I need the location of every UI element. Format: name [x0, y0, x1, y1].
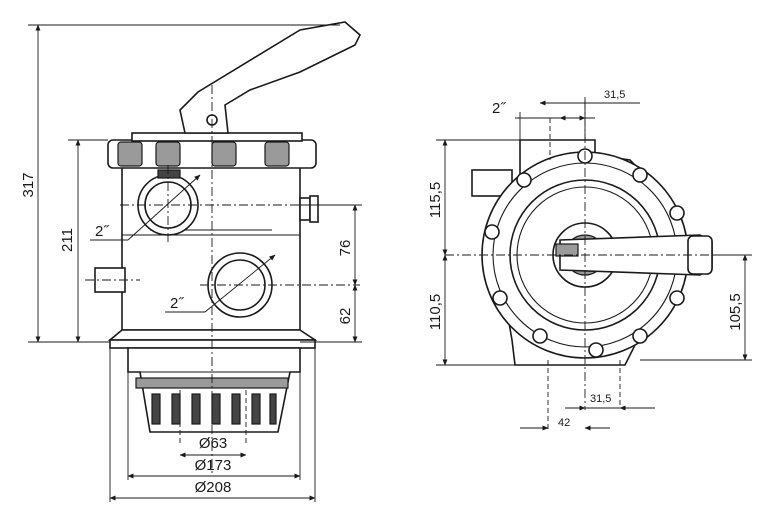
upper-port-size-label: 2˝: [95, 223, 109, 240]
selector-handle: [179, 21, 361, 134]
top-port-size-label: 2˝: [492, 100, 506, 117]
dim-dia-inner: Ø63: [199, 435, 227, 452]
dim-port-bottom: 62: [337, 308, 354, 325]
dim-offset-top: 31,5: [604, 89, 625, 101]
dim-height-lower: 110,5: [427, 294, 444, 330]
dim-height-total: 317: [20, 172, 37, 197]
dim-height-right: 105,5: [727, 293, 744, 331]
bottom-flange: [107, 329, 318, 341]
dim-offset-bottom: 31,5: [590, 393, 611, 405]
bolt-ring: [484, 148, 685, 358]
flange-ring: [109, 339, 316, 349]
strainer-slots: [151, 393, 277, 425]
dim-port-spacing: 76: [337, 240, 354, 257]
dim-height-body: 211: [59, 228, 76, 252]
sight-glass-fitting: [309, 195, 319, 223]
dim-dia-outer: Ø208: [195, 479, 232, 496]
dim-spacing-bottom: 42: [558, 417, 570, 429]
dim-dia-mid: Ø173: [195, 457, 232, 474]
lower-port-size-label: 2˝: [170, 295, 184, 312]
dim-height-upper: 115,5: [427, 182, 444, 218]
top-view: 2˝ 31,5 115,5 110,5 105,5 31,5 42: [427, 89, 752, 431]
side-view: 317 211 76 62 2˝ 2˝ Ø63 Ø173 Ø208: [20, 21, 362, 502]
